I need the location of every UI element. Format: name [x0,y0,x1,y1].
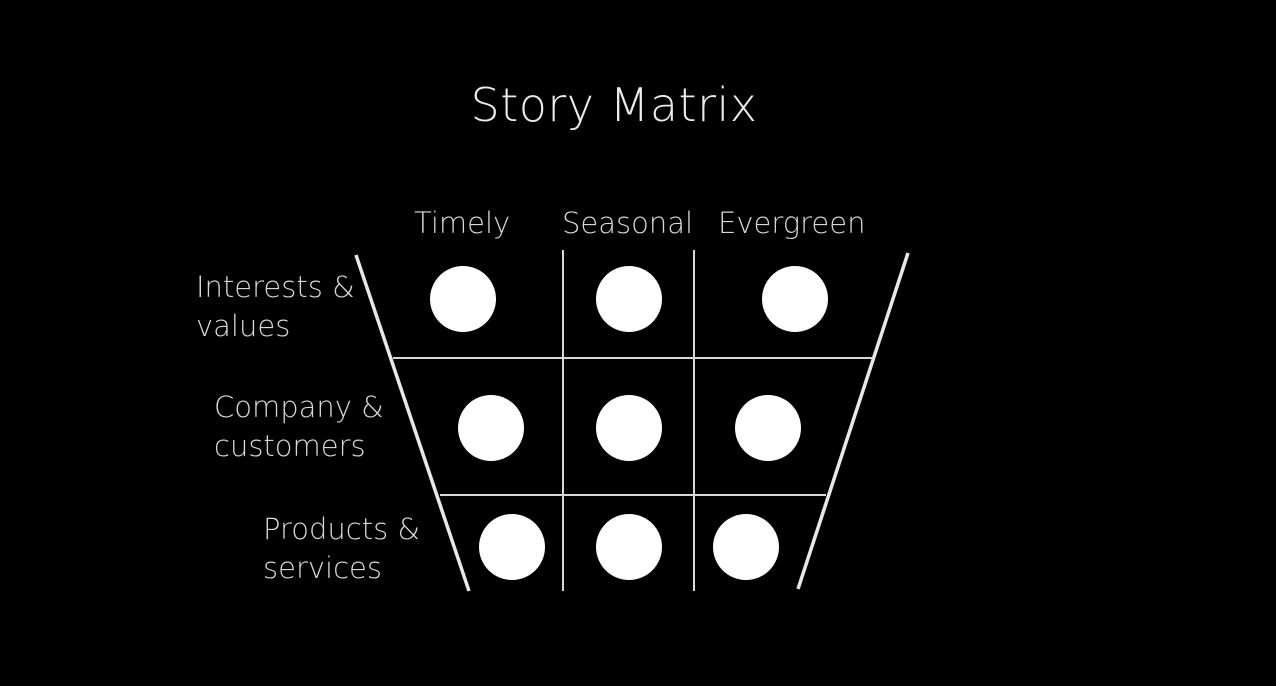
row-label-line1: Products & [263,512,421,546]
funnel-left-edge [354,254,471,592]
dot-company-timely [458,395,524,461]
dot-products-seasonal [596,514,662,580]
dot-company-evergreen [735,395,801,461]
row-label-line2: customers [214,429,366,463]
funnel-right-edge [796,252,910,590]
row-label-line2: values [196,309,291,343]
row-label-line1: Company & [214,390,384,424]
row-label-interests-values: Interests & values [196,268,355,346]
dot-interests-seasonal [596,266,662,332]
row-label-line2: services [263,551,382,585]
row-label-company-customers: Company & customers [214,388,384,466]
column-header-seasonal: Seasonal [562,206,694,240]
row-label-products-services: Products & services [263,510,420,588]
dot-interests-timely [430,266,496,332]
row-label-line1: Interests & [196,270,355,304]
diagram-title: Story Matrix [470,78,758,132]
column-header-evergreen: Evergreen [718,206,866,240]
column-header-timely: Timely [414,206,511,240]
dot-products-timely [479,514,545,580]
dot-products-evergreen [713,514,779,580]
dot-interests-evergreen [762,266,828,332]
dot-company-seasonal [596,395,662,461]
